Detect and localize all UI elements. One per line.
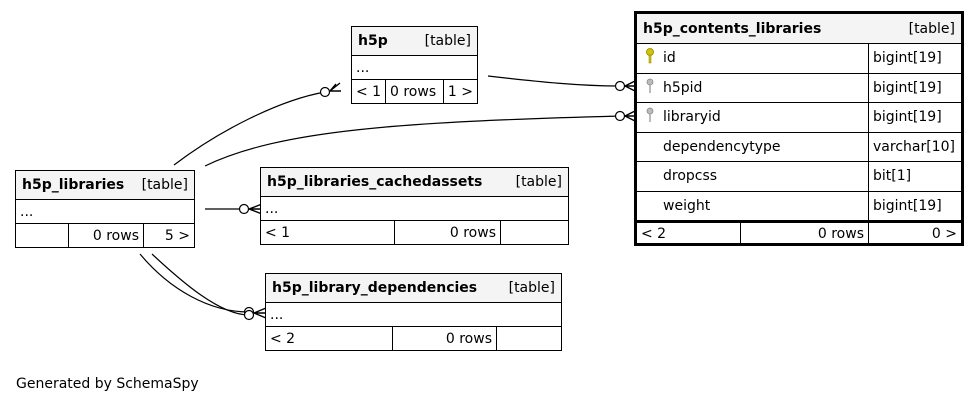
crows-foot: [248, 203, 263, 215]
edge-libraries-to-dependencies-b: [151, 253, 250, 316]
edge-end-circle: [614, 80, 626, 92]
table-h5p[interactable]: h5p [table] ... < 1 0 rows 1 >: [351, 26, 478, 104]
table-footer-row: < 1 0 rows 1 >: [352, 80, 477, 103]
primary-key-icon: [645, 48, 655, 68]
table-name: h5p_library_dependencies: [272, 280, 478, 296]
column-type: bigint[19]: [873, 50, 942, 67]
table-tag: [table]: [908, 20, 955, 37]
footer-row-count: 0 rows: [386, 80, 444, 103]
edge-end-circle: [238, 203, 250, 215]
table-header: h5p_libraries_cachedassets [table]: [261, 168, 568, 197]
footer-row-count: 0 rows: [393, 327, 497, 350]
table-header: h5p_library_dependencies [table]: [266, 274, 561, 303]
table-tag: [table]: [515, 174, 562, 190]
footer-children: 1 >: [447, 83, 473, 100]
footer-parents: [16, 224, 69, 247]
edge-end-circle: [319, 86, 331, 98]
ellipsis: ...: [20, 203, 34, 220]
edge-end-circle: [614, 110, 626, 122]
table-footer-row: < 2 0 rows: [266, 327, 561, 350]
footer-parents: < 1: [261, 221, 395, 244]
edge-end-circle: [243, 309, 255, 321]
ellipsis: ...: [270, 306, 284, 323]
table-tag: [table]: [141, 177, 188, 193]
table-tag: [table]: [508, 280, 555, 296]
generated-by-label: Generated by SchemaSpy: [16, 376, 199, 392]
edge-h5p-to-contents-libraries: [487, 75, 621, 87]
table-ellipsis-row: ...: [16, 200, 194, 224]
table-header: h5p [table]: [352, 27, 477, 56]
footer-row-count: 0 rows: [395, 221, 501, 244]
table-name: h5p: [358, 33, 388, 49]
footer-children: 0 >: [931, 225, 957, 242]
column-name: dependencytype: [637, 132, 869, 161]
column-type: bigint[19]: [873, 109, 942, 126]
footer-parents: < 2: [266, 327, 393, 350]
column-type: bigint[19]: [873, 197, 942, 214]
edge-libraries-to-contents-libraries: [204, 115, 621, 167]
table-name: h5p_contents_libraries: [643, 20, 822, 37]
footer-parents: < 1: [352, 80, 386, 103]
table-footer-row: < 1 0 rows: [261, 221, 568, 244]
crows-foot: [329, 82, 341, 92]
crows-foot: [253, 307, 267, 319]
crows-foot: [624, 110, 636, 122]
foreign-key-icon: [645, 107, 655, 127]
ellipsis: ...: [265, 200, 279, 217]
footer-parents: < 2: [637, 223, 741, 244]
ellipsis: ...: [356, 59, 370, 76]
footer-children: [501, 221, 568, 244]
table-h5p-libraries[interactable]: h5p_libraries [table] ... 0 rows 5 >: [15, 170, 195, 248]
column-row: dropcss bit[1]: [637, 162, 961, 192]
column-type: bigint[19]: [873, 79, 942, 96]
column-row: id bigint[19]: [637, 44, 961, 74]
table-h5p-libraries-cachedassets[interactable]: h5p_libraries_cachedassets [table] ... <…: [260, 167, 569, 245]
table-header: h5p_contents_libraries [table]: [637, 14, 961, 44]
table-name: h5p_libraries_cachedassets: [267, 174, 483, 190]
column-name: id: [663, 50, 676, 67]
table-footer-row: < 2 0 rows 0 >: [637, 221, 961, 244]
column-name: libraryid: [663, 109, 721, 126]
table-ellipsis-row: ...: [266, 303, 561, 327]
edge-libraries-to-h5p: [173, 91, 326, 166]
column-type: bit[1]: [873, 168, 912, 185]
column-name: h5pid: [663, 79, 703, 96]
table-h5p-library-dependencies[interactable]: h5p_library_dependencies [table] ... < 2…: [265, 273, 562, 351]
table-footer-row: 0 rows 5 >: [16, 224, 194, 247]
table-h5p-contents-libraries[interactable]: h5p_contents_libraries [table] id bigint…: [634, 11, 964, 246]
footer-children: 5 >: [164, 227, 190, 244]
column-row: dependencytype varchar[10]: [637, 132, 961, 162]
column-name: weight: [637, 191, 869, 220]
edge-libraries-to-dependencies-a: [139, 253, 250, 313]
footer-row-count: 0 rows: [69, 224, 144, 247]
table-ellipsis-row: ...: [261, 197, 568, 221]
table-ellipsis-row: ...: [352, 56, 477, 80]
footer-children: [497, 327, 561, 350]
foreign-key-icon: [645, 78, 655, 98]
table-name: h5p_libraries: [22, 177, 125, 193]
column-row: weight bigint[19]: [637, 191, 961, 221]
table-tag: [table]: [424, 33, 471, 49]
footer-row-count: 0 rows: [741, 223, 869, 244]
table-header: h5p_libraries [table]: [16, 171, 194, 200]
column-type: varchar[10]: [873, 138, 955, 155]
column-row: h5pid bigint[19]: [637, 73, 961, 103]
column-row: libraryid bigint[19]: [637, 103, 961, 133]
crows-foot: [624, 80, 636, 92]
column-name: dropcss: [637, 162, 869, 191]
